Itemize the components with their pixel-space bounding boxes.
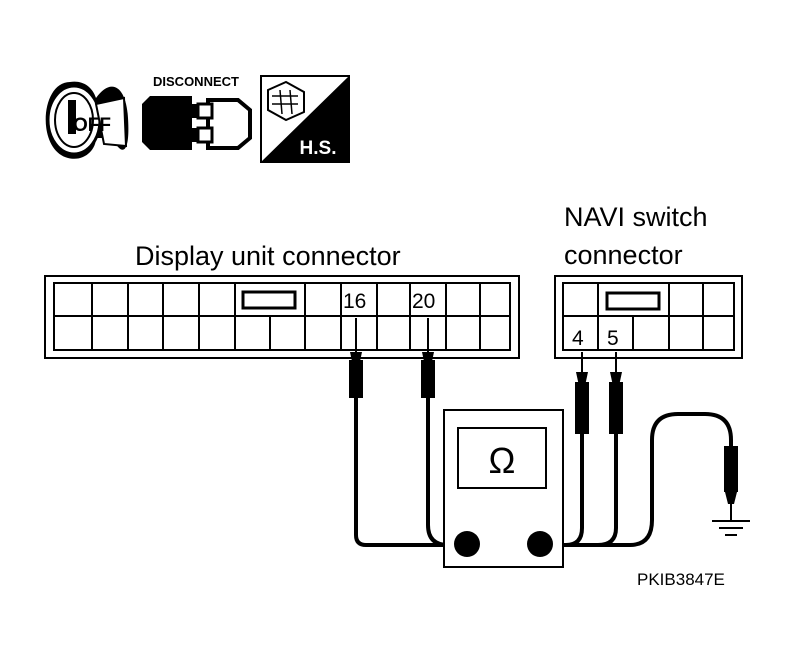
disconnect-label: DISCONNECT xyxy=(153,74,239,89)
meter-display xyxy=(457,427,547,489)
navi-connector-label-line2: connector xyxy=(564,240,683,270)
navi-switch-connector xyxy=(554,275,743,359)
display-unit-connector xyxy=(44,275,520,359)
meter-terminal-left xyxy=(454,531,480,557)
probe-pin-16 xyxy=(349,318,363,398)
navi-pin-5-label: 5 xyxy=(607,327,619,350)
ignition-off-label: OFF xyxy=(73,115,111,136)
harness-service-icon: H.S. xyxy=(260,75,350,163)
harness-service-label: H.S. xyxy=(300,138,337,159)
navi-pin-4-label: 4 xyxy=(572,327,584,350)
display-pin-16-label: 16 xyxy=(343,290,366,313)
probe-pin-4 xyxy=(575,352,589,434)
ignition-off-icon: OFF xyxy=(45,81,129,159)
ground-icon xyxy=(712,520,750,536)
navi-connector-label-line1: NAVI switch xyxy=(564,202,708,232)
ohmmeter: Ω xyxy=(443,409,564,568)
figure-code: PKIB3847E xyxy=(637,570,725,589)
ohm-symbol: Ω xyxy=(489,440,516,481)
display-connector-label: Display unit connector xyxy=(135,241,401,271)
probe-pin-5 xyxy=(609,352,623,434)
display-pin-20-label: 20 xyxy=(412,290,435,313)
probe-ground xyxy=(724,446,738,520)
meter-terminal-right xyxy=(527,531,553,557)
disconnect-icon: DISCONNECT xyxy=(142,74,252,150)
probe-pin-20 xyxy=(421,318,435,398)
